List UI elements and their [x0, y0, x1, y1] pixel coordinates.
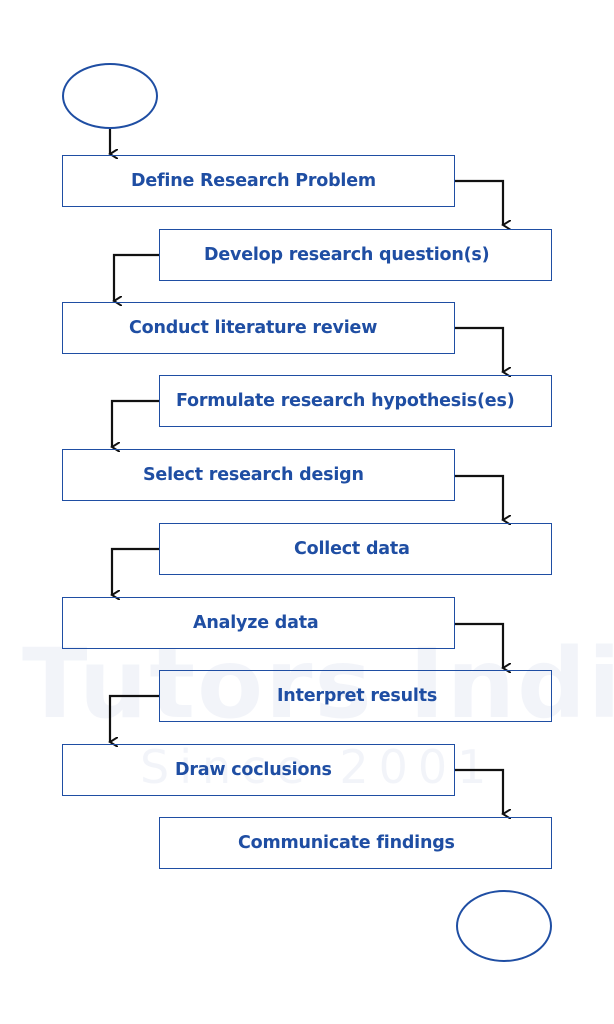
- step-box-analyze-data: Analyze data: [62, 597, 455, 649]
- step-box-communicate-findings: Communicate findings: [159, 817, 552, 869]
- connector-3-4: [455, 326, 503, 372]
- step-label: Communicate findings: [238, 833, 455, 853]
- connector-4-5: [112, 399, 159, 447]
- step-label: Draw coclusions: [175, 760, 332, 780]
- end-oval: [456, 890, 552, 962]
- step-label: Define Research Problem: [131, 171, 376, 191]
- step-box-interpret-results: Interpret results: [159, 670, 552, 722]
- connector-9-10: [455, 768, 503, 814]
- start-oval: [62, 63, 158, 129]
- connector-1-2: [455, 179, 503, 225]
- step-box-draw-coclusions: Draw coclusions: [62, 744, 455, 796]
- step-box-define-research-problem: Define Research Problem: [62, 155, 455, 207]
- connector-7-8: [455, 622, 503, 668]
- step-box-select-research-design: Select research design: [62, 449, 455, 501]
- step-label: Formulate research hypothesis(es): [176, 391, 515, 411]
- connector-2-3: [114, 253, 159, 301]
- step-box-develop-research-questions: Develop research question(s): [159, 229, 552, 281]
- step-label: Analyze data: [193, 613, 319, 633]
- step-label: Develop research question(s): [204, 245, 490, 265]
- connector-6-7: [112, 547, 159, 595]
- step-box-conduct-literature-review: Conduct literature review: [62, 302, 455, 354]
- step-label: Select research design: [143, 465, 364, 485]
- step-label: Interpret results: [277, 686, 438, 706]
- step-box-formulate-research-hypothesis: Formulate research hypothesis(es): [159, 375, 552, 427]
- step-label: Collect data: [294, 539, 410, 559]
- step-label: Conduct literature review: [129, 318, 378, 338]
- connector-8-9: [110, 694, 159, 742]
- connector-5-6: [455, 474, 503, 520]
- step-box-collect-data: Collect data: [159, 523, 552, 575]
